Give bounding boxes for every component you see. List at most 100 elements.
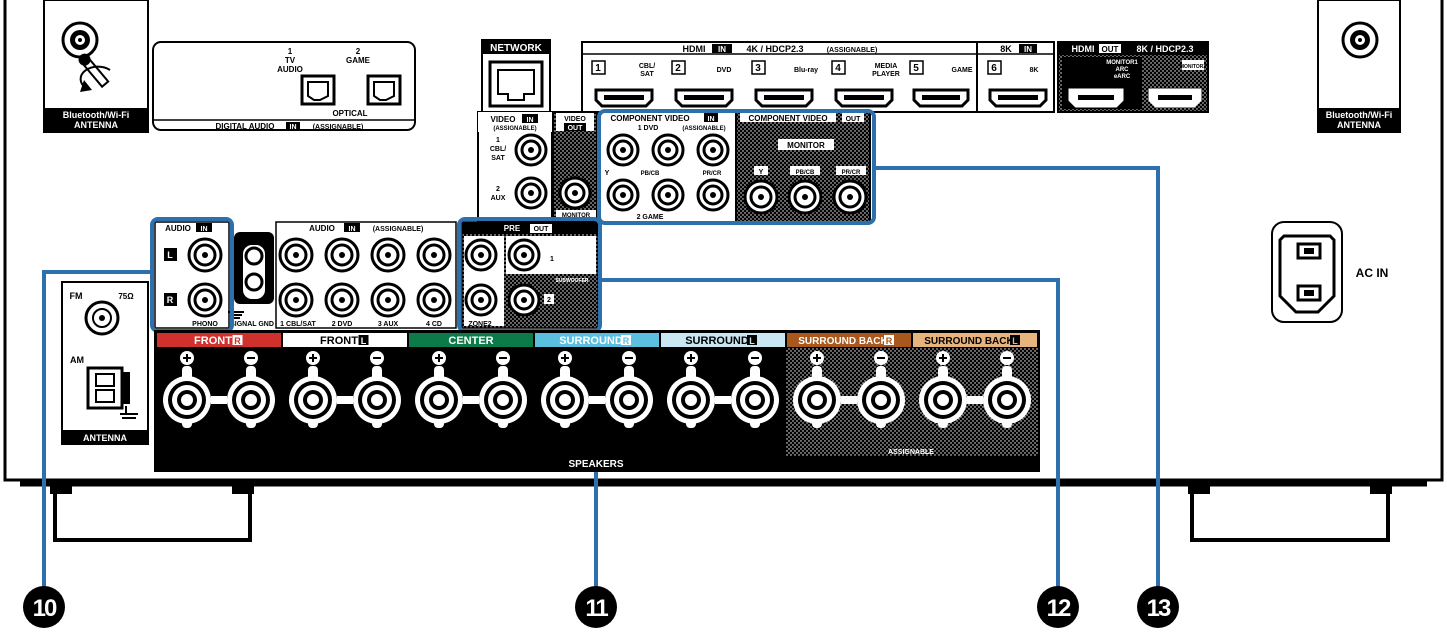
speaker-binding-post-negative[interactable]	[479, 351, 527, 428]
hdmi-out-monitor1-port[interactable]	[1068, 88, 1124, 108]
video-in-jack-1[interactable]	[514, 133, 548, 167]
speaker-binding-post-positive[interactable]	[667, 351, 715, 428]
component-in-jack-game-y[interactable]	[606, 178, 640, 212]
arrow-head-icon	[80, 80, 92, 92]
speaker-binding-post-negative[interactable]	[227, 351, 275, 428]
phono-jack-l[interactable]	[187, 237, 223, 273]
hdmi-in-port-5[interactable]: 5 GAME	[909, 60, 973, 108]
video-in-section: VIDEO IN (ASSIGNABLE) 1 CBL/ SAT 2 AUX	[477, 111, 553, 223]
speaker-binding-post-positive[interactable]	[415, 351, 463, 428]
sign-stroke	[690, 354, 692, 362]
hdmi-in-port-2[interactable]: 2 DVD	[671, 60, 734, 108]
component-in-jack-game-pr[interactable]	[696, 178, 730, 212]
hdmi-in-port-4[interactable]: 4 MEDIA PLAYER	[831, 60, 900, 108]
speaker-channel-name: SURROUND	[685, 335, 749, 347]
svg-text:DIGITAL AUDIO: DIGITAL AUDIO	[216, 122, 275, 131]
svg-text:3 AUX: 3 AUX	[378, 321, 399, 328]
audio-in-phono-section: AUDIO IN L R PHONO	[154, 221, 230, 329]
phono-jack-r[interactable]	[187, 282, 223, 318]
terminal-bridge	[841, 396, 857, 404]
hdmi-in-port-3[interactable]: 3 Blu-ray	[751, 60, 818, 108]
optical-port-2[interactable]	[366, 74, 402, 106]
am-antenna-terminal[interactable]	[86, 366, 130, 410]
svg-text:AM: AM	[70, 355, 84, 365]
component-in-jack-dvd-y[interactable]	[606, 133, 640, 167]
audio-in-jack-3-r[interactable]	[370, 282, 406, 318]
svg-text:PB/CB: PB/CB	[796, 170, 815, 176]
subwoofer-jack-1[interactable]	[507, 238, 541, 272]
hdmi-out-monitor2-port[interactable]	[1148, 88, 1202, 108]
speaker-channel-header	[157, 333, 281, 347]
speaker-binding-post-negative[interactable]	[731, 351, 779, 428]
video-in-jack-2[interactable]	[514, 176, 548, 210]
speaker-binding-post-negative[interactable]	[857, 351, 905, 428]
bluetooth-antenna-right[interactable]: Bluetooth/Wi-Fi ANTENNA	[1317, 0, 1401, 133]
hdmi-in-port-6-8k[interactable]: 6 8K	[987, 60, 1048, 108]
audio-in-jack-1-r[interactable]	[278, 282, 314, 318]
hdmi-in-port-1[interactable]: 1 CBL/ SAT	[591, 60, 655, 108]
svg-text:MONITOR: MONITOR	[787, 141, 825, 150]
fm-antenna-jack[interactable]	[84, 300, 120, 336]
bluetooth-antenna-left[interactable]: Bluetooth/Wi-Fi ANTENNA	[43, 0, 149, 133]
speaker-channel-name: FRONT	[320, 335, 358, 347]
svg-text:IN: IN	[201, 226, 208, 233]
speaker-binding-post-positive[interactable]	[919, 351, 967, 428]
audio-in-jack-2-r[interactable]	[324, 282, 360, 318]
svg-text:IN: IN	[527, 117, 534, 124]
ac-in-socket[interactable]	[1271, 221, 1343, 323]
svg-text:2: 2	[356, 47, 361, 56]
terminal-bridge	[589, 396, 605, 404]
audio-in-jack-3-l[interactable]	[370, 237, 406, 273]
audio-in-jack-2-l[interactable]	[324, 237, 360, 273]
svg-text:(ASSIGNABLE): (ASSIGNABLE)	[373, 226, 424, 233]
network-port[interactable]: NETWORK	[481, 39, 551, 115]
component-out-jack-pb[interactable]	[787, 179, 823, 215]
svg-text:R: R	[167, 295, 174, 305]
subwoofer-jack-2[interactable]	[507, 283, 541, 317]
binding-post-ring	[371, 394, 383, 406]
svg-text:CBL/: CBL/	[490, 146, 506, 153]
speaker-side-badge	[232, 335, 243, 345]
optical-label: OPTICAL	[332, 109, 367, 118]
svg-text:PHONO: PHONO	[192, 321, 218, 328]
optical-port-1[interactable]	[300, 74, 336, 106]
svg-text:SAT: SAT	[640, 71, 654, 78]
component-in-jack-dvd-pr[interactable]	[696, 133, 730, 167]
speaker-binding-post-positive[interactable]	[289, 351, 337, 428]
video-out-monitor-jack[interactable]	[558, 176, 592, 210]
callout-11-badge: 11	[575, 586, 617, 628]
binding-post-ring	[875, 394, 887, 406]
svg-text:OUT: OUT	[846, 116, 862, 123]
speaker-binding-post-positive[interactable]	[793, 351, 841, 428]
audio-in-jack-4-r[interactable]	[416, 282, 452, 318]
svg-text:3: 3	[755, 63, 761, 74]
speaker-side-label: R	[234, 336, 241, 346]
audio-in-jack-4-l[interactable]	[416, 237, 452, 273]
svg-text:5: 5	[913, 63, 919, 74]
signal-gnd-terminal[interactable]: SIGNAL GND	[228, 232, 274, 328]
speaker-binding-post-negative[interactable]	[983, 351, 1031, 428]
speaker-side-badge	[358, 335, 369, 345]
speaker-binding-post-negative[interactable]	[353, 351, 401, 428]
terminal-bridge	[715, 396, 731, 404]
speaker-side-label: R	[623, 336, 630, 346]
speaker-binding-post-positive[interactable]	[541, 351, 589, 428]
speaker-channel-header	[913, 333, 1037, 347]
zone2-jack-l[interactable]	[464, 238, 498, 272]
component-out-jack-y[interactable]	[743, 179, 779, 215]
speaker-binding-post-positive[interactable]	[163, 351, 211, 428]
zone2-jack-r[interactable]	[464, 283, 498, 317]
component-out-jack-pr[interactable]	[832, 179, 868, 215]
speaker-binding-post-negative[interactable]	[605, 351, 653, 428]
component-in-jack-dvd-pb[interactable]	[651, 133, 685, 167]
speaker-side-badge	[884, 335, 894, 345]
svg-text:1: 1	[550, 256, 554, 263]
component-in-jack-game-pb[interactable]	[651, 178, 685, 212]
sign-stroke	[499, 357, 507, 359]
audio-in-jack-1-l[interactable]	[278, 237, 314, 273]
svg-text:PB/CB: PB/CB	[641, 171, 660, 177]
assignable-label: ASSIGNABLE	[888, 449, 934, 456]
svg-text:OUT: OUT	[568, 125, 584, 132]
